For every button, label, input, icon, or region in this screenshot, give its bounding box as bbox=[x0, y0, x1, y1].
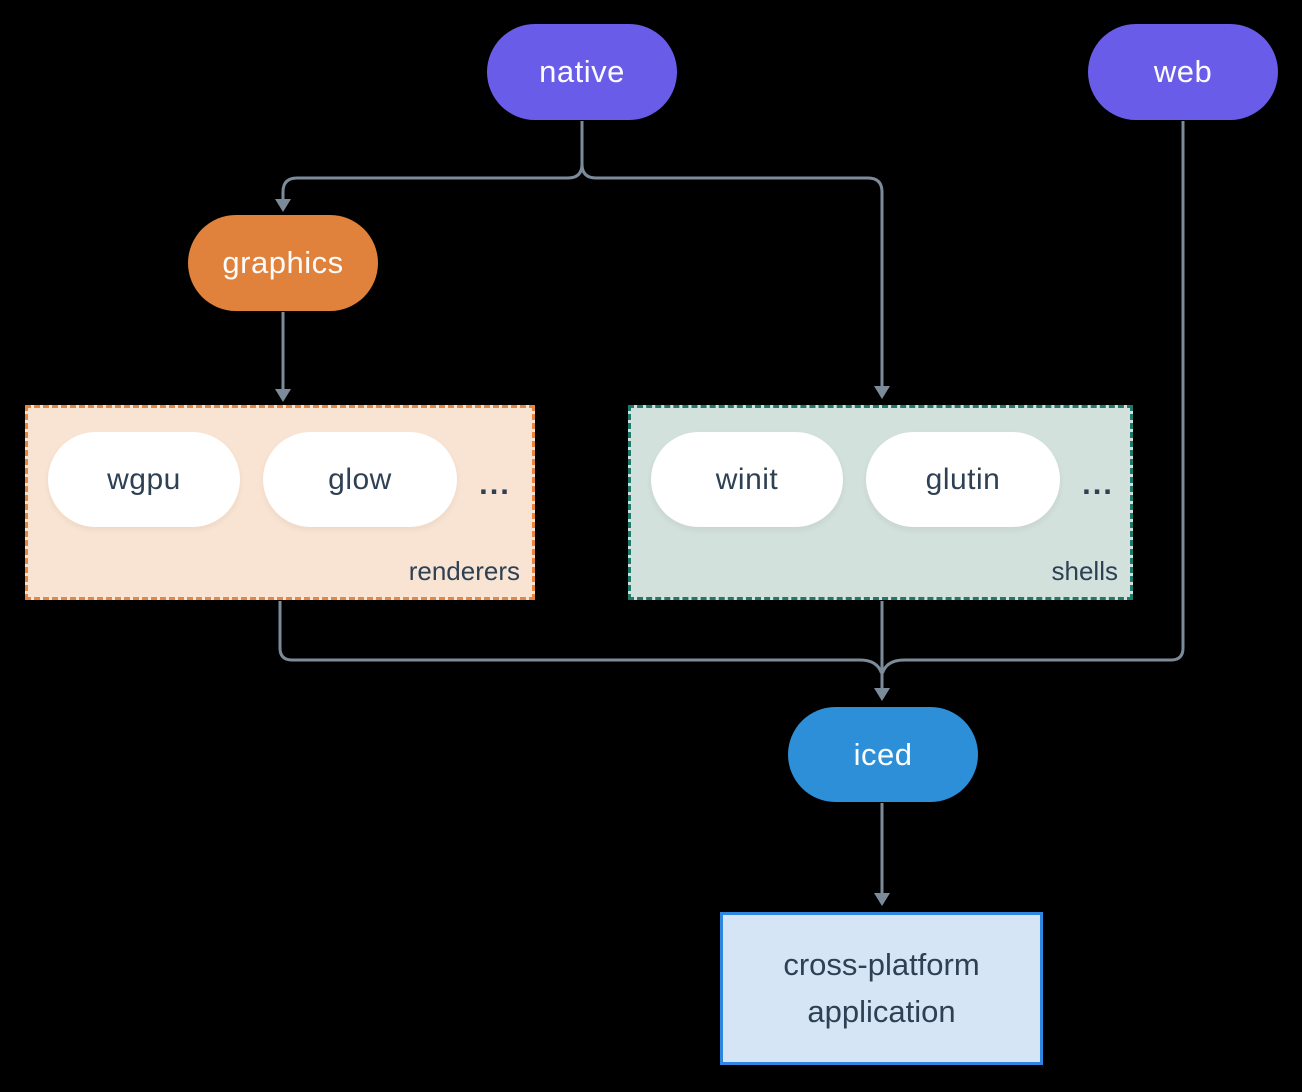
node-wgpu: wgpu bbox=[48, 432, 240, 527]
edge-native-to-graphics bbox=[281, 163, 584, 199]
node-web: web bbox=[1088, 24, 1278, 120]
arrowhead-graphics bbox=[275, 199, 291, 212]
node-wgpu-label: wgpu bbox=[107, 462, 181, 496]
arrowhead-renderers bbox=[275, 389, 291, 402]
edge-web-to-merge bbox=[881, 121, 1185, 674]
node-native: native bbox=[487, 24, 677, 120]
node-web-label: web bbox=[1153, 54, 1213, 89]
node-glutin: glutin bbox=[866, 432, 1060, 527]
arrowhead-shells bbox=[874, 386, 890, 399]
application-label-line-2: application bbox=[807, 993, 956, 1029]
node-iced-label: iced bbox=[853, 736, 913, 772]
node-winit: winit bbox=[651, 432, 843, 527]
shells-ellipsis: ... bbox=[1082, 466, 1114, 501]
group-renderers: wgpu glow ... renderers bbox=[25, 405, 535, 600]
arrowhead-application bbox=[874, 893, 890, 906]
node-cross-platform-application: cross-platform application bbox=[720, 912, 1043, 1065]
edge-renderers-to-merge bbox=[278, 601, 883, 674]
node-winit-label: winit bbox=[715, 462, 779, 496]
node-glutin-label: glutin bbox=[925, 462, 1001, 496]
renderers-ellipsis: ... bbox=[479, 466, 511, 501]
renderers-group-label: renderers bbox=[408, 556, 520, 586]
group-shells: winit glutin ... shells bbox=[628, 405, 1133, 600]
node-graphics: graphics bbox=[188, 215, 378, 311]
node-native-label: native bbox=[539, 54, 625, 89]
node-iced: iced bbox=[788, 707, 978, 802]
shells-group-label: shells bbox=[1051, 556, 1118, 586]
node-glow-label: glow bbox=[328, 462, 392, 496]
application-label-line-1: cross-platform bbox=[783, 947, 980, 982]
arrowhead-iced bbox=[874, 688, 890, 701]
node-glow: glow bbox=[263, 432, 457, 527]
edge-native-to-shells bbox=[580, 163, 884, 386]
node-graphics-label: graphics bbox=[222, 245, 344, 280]
